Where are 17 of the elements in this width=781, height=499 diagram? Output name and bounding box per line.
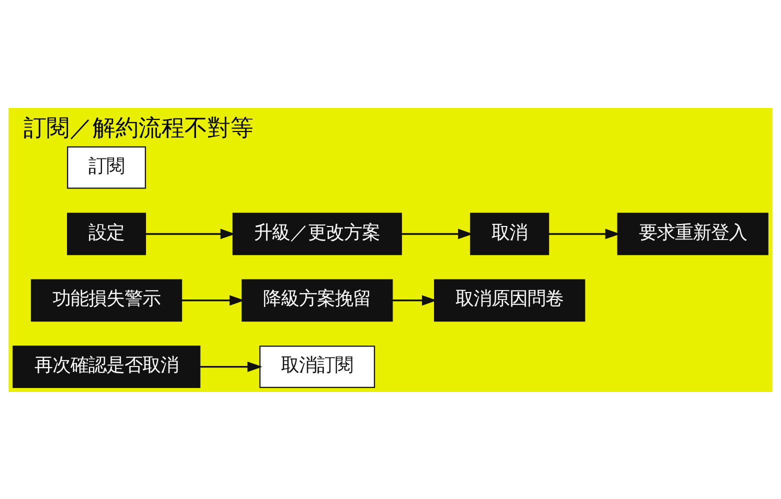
node-box: 降級方案挽留 xyxy=(242,278,393,322)
arrow xyxy=(146,228,236,239)
node-box: 再次確認是否取消 xyxy=(12,345,200,388)
diagram-title: 訂閱／解約流程不對等 xyxy=(24,114,254,141)
node-box: 取消 xyxy=(470,212,550,255)
arrow xyxy=(182,294,244,306)
arrow xyxy=(392,294,437,306)
node-box: 功能損失警示 xyxy=(30,278,182,322)
arrow xyxy=(402,228,473,239)
node-box: 取消原因問卷 xyxy=(434,278,586,322)
node-box: 升級／更改方案 xyxy=(232,212,402,255)
arrow xyxy=(200,361,262,372)
node-box: 訂閱 xyxy=(67,146,146,188)
node-box: 取消訂閱 xyxy=(259,345,376,388)
node-box: 設定 xyxy=(67,212,146,255)
arrow xyxy=(548,228,620,239)
node-box: 要求重新登入 xyxy=(617,212,768,255)
